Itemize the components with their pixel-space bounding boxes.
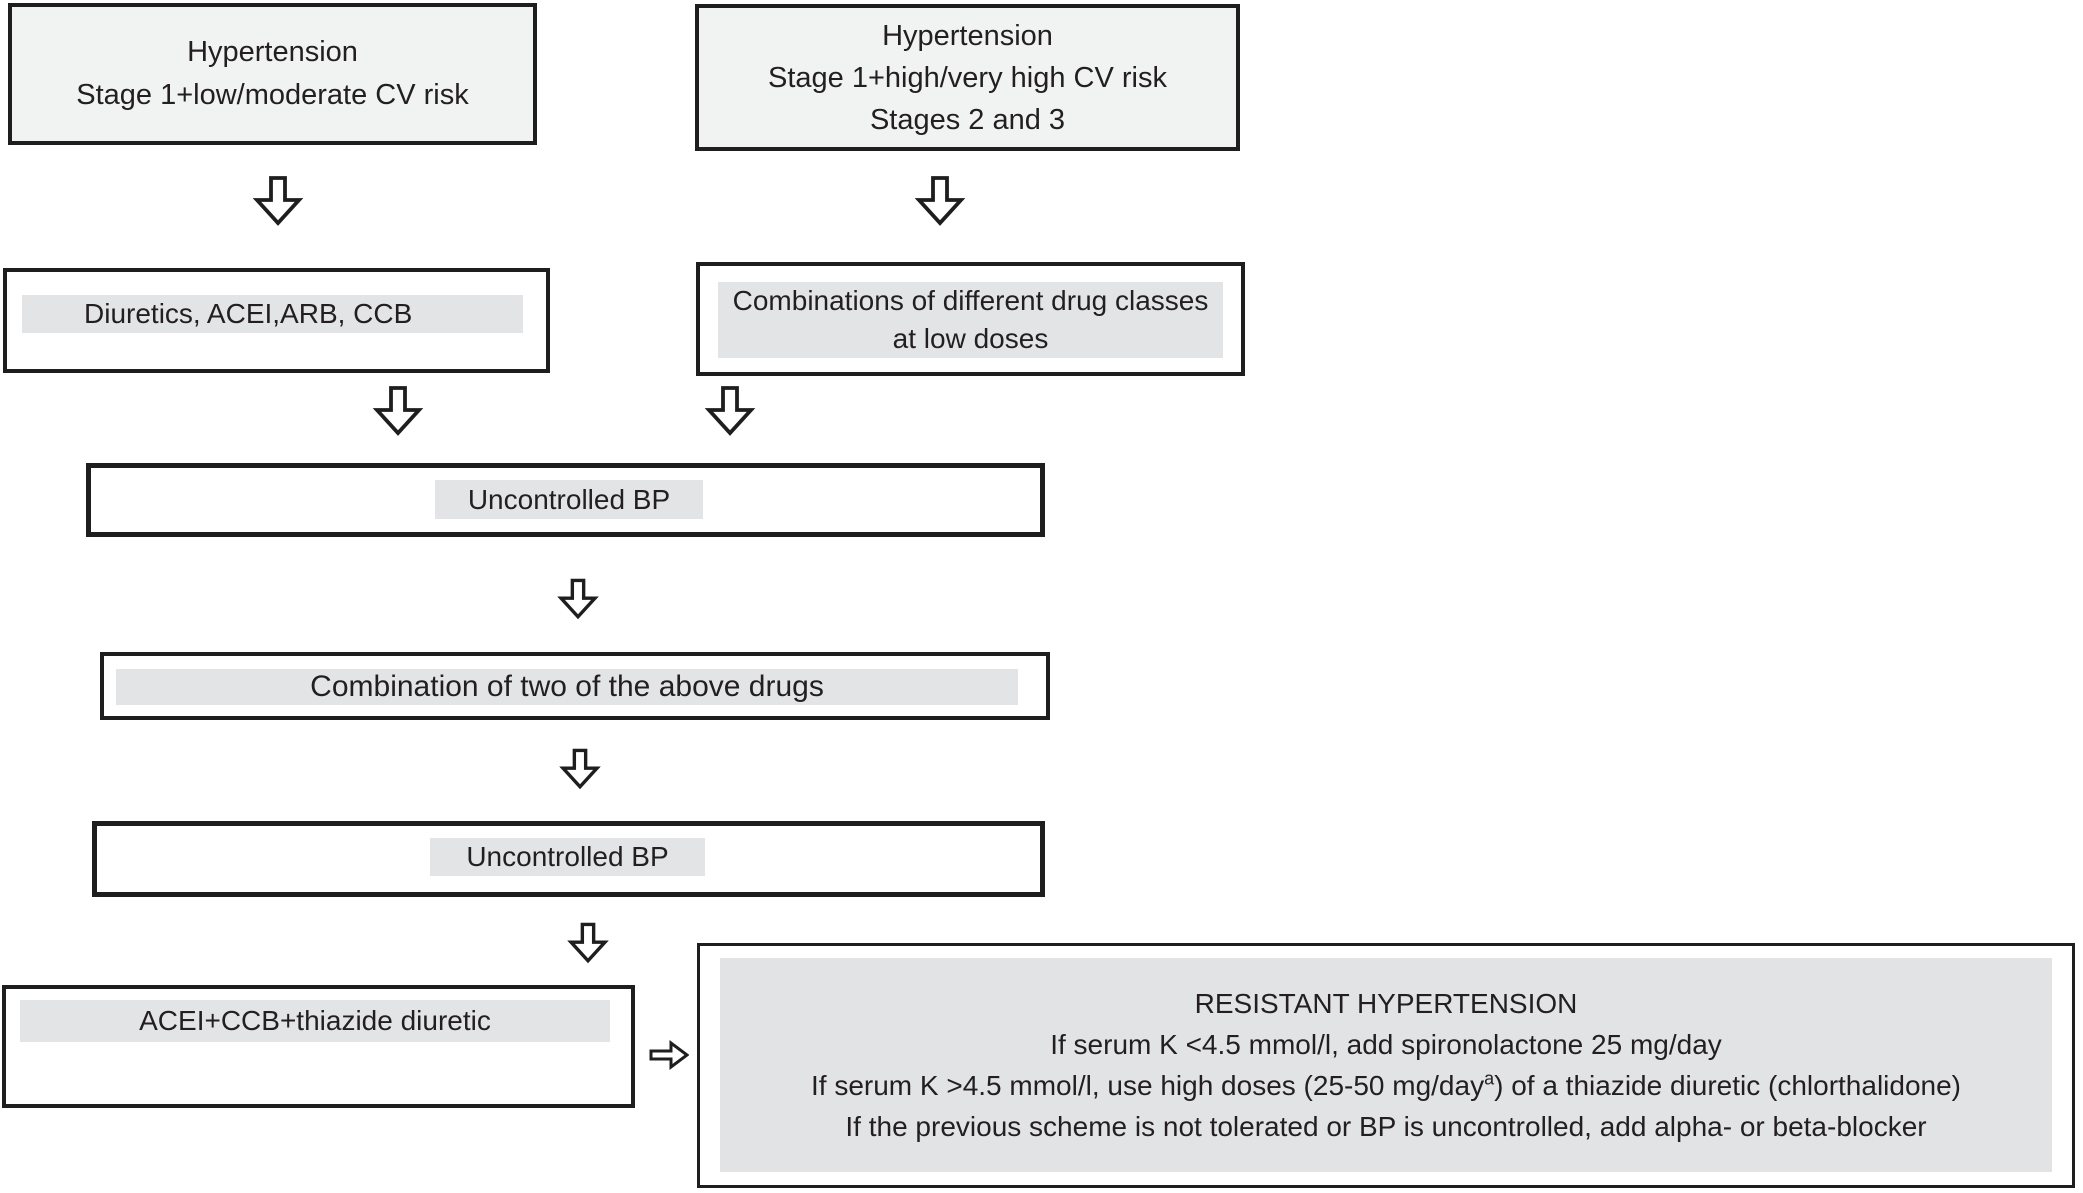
box-resistant-hypertension: RESISTANT HYPERTENSION If serum K <4.5 m… (697, 943, 2075, 1188)
down-arrow-icon (914, 176, 966, 226)
box-monotherapy: Diuretics, ACEI,ARB, CCB (3, 268, 550, 373)
down-arrow-icon (704, 386, 756, 436)
box-two-drug-combination: Combination of two of the above drugs (100, 652, 1050, 720)
box-uncontrolled-bp-1-band: Uncontrolled BP (435, 480, 703, 519)
box-triple-therapy-band: ACEI+CCB+thiazide diuretic (20, 1000, 610, 1042)
footnote-marker: a (1484, 1068, 1495, 1089)
box-low-dose-combinations: Combinations of different drug classes a… (696, 262, 1245, 376)
resistant-hypertension-line3: If serum K >4.5 mmol/l, use high doses (… (810, 1068, 1962, 1101)
box-low-dose-combinations-line1: Combinations of different drug classes (732, 285, 1209, 316)
box-low-dose-combinations-band: Combinations of different drug classes a… (718, 282, 1223, 358)
resistant-hypertension-title: RESISTANT HYPERTENSION (1194, 988, 1578, 1019)
right-arrow-icon (649, 1040, 689, 1070)
box-hypertension-low-risk-line1: Hypertension (187, 36, 358, 68)
box-low-dose-combinations-line2: at low doses (892, 323, 1049, 354)
box-two-drug-combination-band: Combination of two of the above drugs (116, 669, 1018, 705)
down-arrow-icon (252, 176, 304, 226)
down-arrow-icon (567, 918, 609, 968)
box-triple-therapy-label: ACEI+CCB+thiazide diuretic (139, 1005, 491, 1036)
box-resistant-hypertension-panel: RESISTANT HYPERTENSION If serum K <4.5 m… (720, 958, 2052, 1172)
down-arrow-icon (557, 574, 599, 624)
resistant-hypertension-line2: If serum K <4.5 mmol/l, add spironolacto… (1050, 1029, 1722, 1060)
box-hypertension-low-risk-line2: Stage 1+low/moderate CV risk (76, 79, 469, 111)
box-two-drug-combination-label: Combination of two of the above drugs (310, 670, 824, 703)
box-hypertension-high-risk-line3: Stages 2 and 3 (869, 103, 1066, 136)
box-triple-therapy: ACEI+CCB+thiazide diuretic (2, 985, 635, 1108)
box-uncontrolled-bp-2: Uncontrolled BP (92, 821, 1045, 897)
box-uncontrolled-bp-2-label: Uncontrolled BP (466, 841, 669, 872)
box-hypertension-low-risk: Hypertension Stage 1+low/moderate CV ris… (8, 3, 537, 145)
box-hypertension-high-risk: Hypertension Stage 1+high/very high CV r… (695, 4, 1240, 151)
box-monotherapy-label: Diuretics, ACEI,ARB, CCB (84, 298, 413, 329)
down-arrow-icon (372, 386, 424, 436)
box-uncontrolled-bp-2-band: Uncontrolled BP (430, 838, 705, 876)
box-uncontrolled-bp-1-label: Uncontrolled BP (467, 483, 671, 515)
box-monotherapy-band: Diuretics, ACEI,ARB, CCB (22, 295, 523, 333)
down-arrow-icon (559, 744, 601, 794)
resistant-hypertension-line4: If the previous scheme is not tolerated … (845, 1111, 1927, 1142)
box-hypertension-high-risk-line2: Stage 1+high/very high CV risk (768, 61, 1167, 94)
box-hypertension-high-risk-line1: Hypertension (882, 19, 1053, 52)
box-uncontrolled-bp-1: Uncontrolled BP (86, 463, 1045, 537)
